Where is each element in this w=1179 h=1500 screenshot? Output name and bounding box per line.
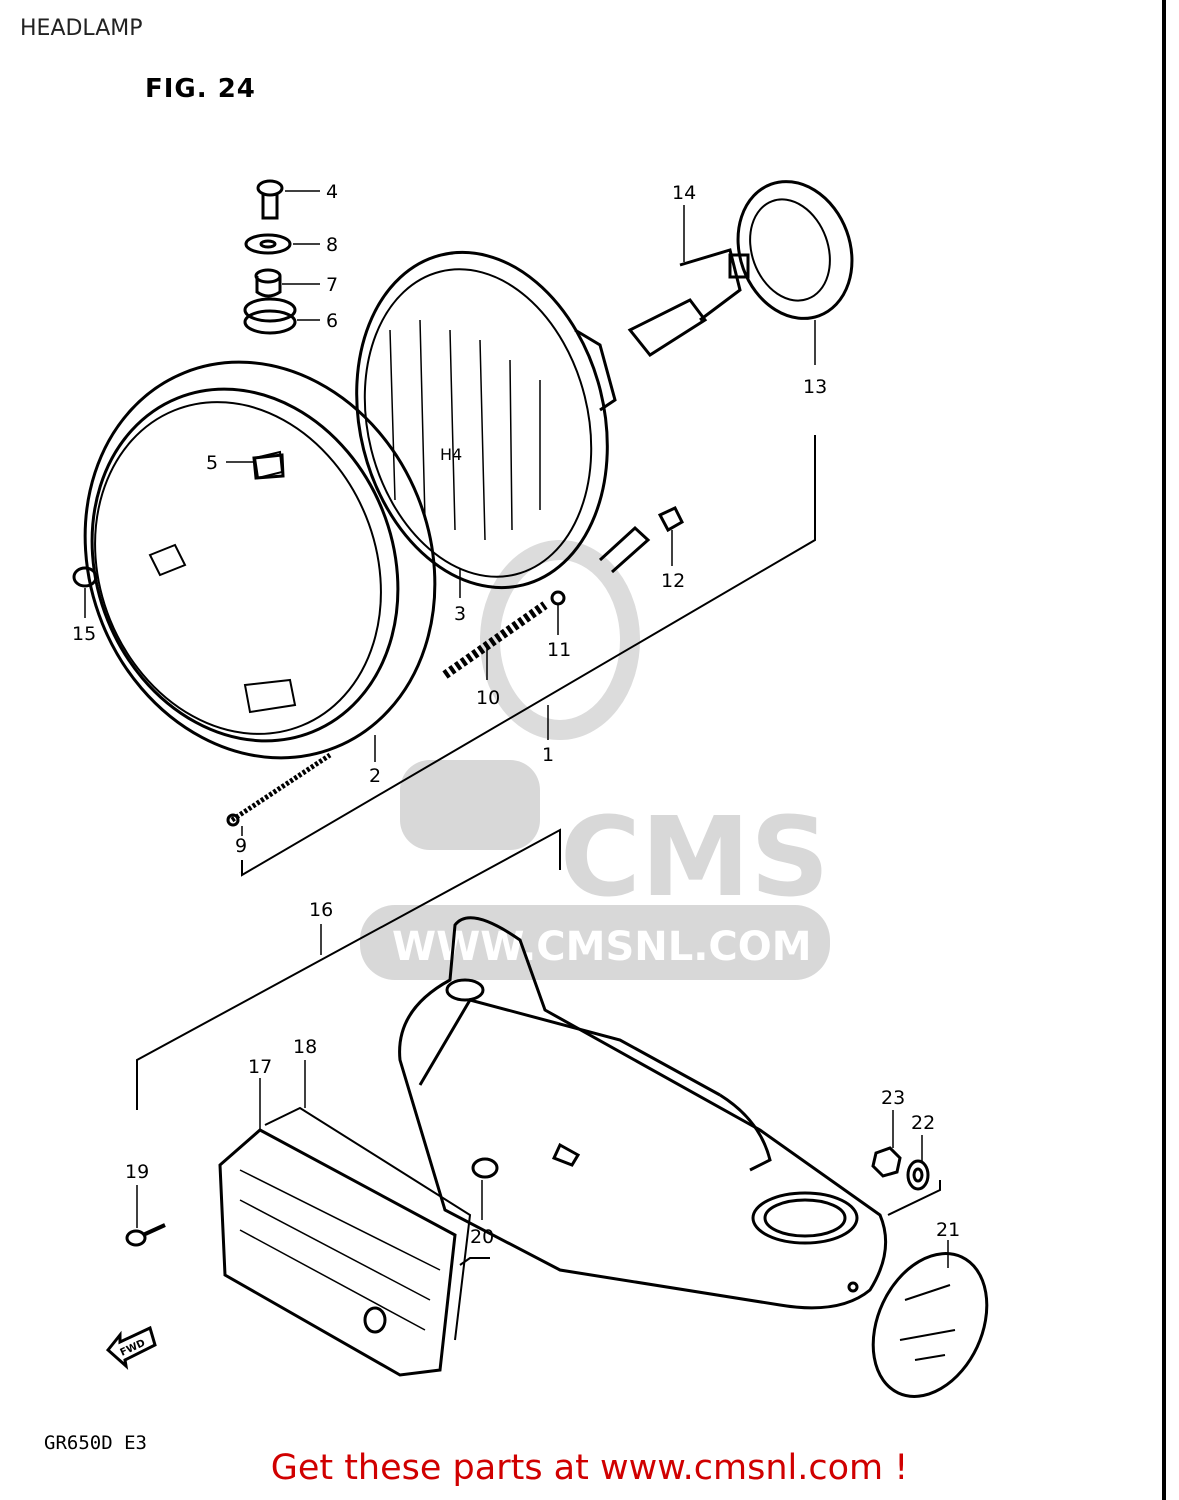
front-cover	[218, 1106, 472, 1377]
callout-15: 15	[72, 623, 96, 645]
cover-screw	[125, 1223, 166, 1247]
callout-8: 8	[326, 234, 338, 256]
callout-2: 2	[369, 765, 381, 787]
socket	[471, 1142, 581, 1179]
adjusting-spring	[442, 590, 566, 679]
page-edge	[1162, 0, 1166, 1500]
nut-washer	[871, 1146, 930, 1191]
callouts: 4 8 7 6 5 15 3 11 12 10 2 1 9 14 13 16 1…	[72, 181, 960, 1248]
callout-22: 22	[911, 1112, 935, 1134]
small-fasteners	[72, 453, 285, 588]
callout-5: 5	[206, 452, 218, 474]
headlamp-unit: H4	[355, 250, 617, 590]
assembly-lines	[136, 435, 941, 1266]
callout-13: 13	[803, 376, 827, 398]
watermark: CMS WWW.CMSNL.COM	[360, 540, 830, 980]
watermark-logo: CMS	[560, 793, 829, 921]
bulb	[627, 248, 750, 357]
leader-lines	[84, 190, 949, 1268]
headlamp-rim	[83, 360, 437, 760]
callout-1: 1	[542, 744, 554, 766]
model-code: GR650D E3	[44, 1432, 147, 1454]
mounting-hardware	[243, 179, 297, 335]
figure-label: FIG. 24	[145, 74, 256, 104]
callout-16: 16	[309, 899, 333, 921]
callout-23: 23	[881, 1087, 905, 1109]
callout-14: 14	[672, 182, 696, 204]
reflector-lens	[871, 1252, 989, 1398]
callout-21: 21	[936, 1219, 960, 1241]
watermark-url: WWW.CMSNL.COM	[392, 924, 812, 970]
footer-link[interactable]: Get these parts at www.cmsnl.com !	[270, 1448, 909, 1488]
callout-10: 10	[476, 687, 500, 709]
callout-20: 20	[470, 1226, 494, 1248]
callout-7: 7	[326, 274, 338, 296]
callout-18: 18	[293, 1036, 317, 1058]
callout-19: 19	[125, 1161, 149, 1183]
adjusting-screw	[226, 752, 332, 827]
callout-12: 12	[661, 570, 685, 592]
svg-text:H4: H4	[440, 445, 462, 464]
callout-4: 4	[326, 181, 338, 203]
callout-17: 17	[248, 1056, 272, 1078]
headlamp-housing	[398, 916, 888, 1310]
callout-6: 6	[326, 310, 338, 332]
bulb-cover	[736, 180, 854, 320]
callout-3: 3	[454, 603, 466, 625]
callout-11: 11	[547, 639, 571, 661]
forward-arrow: FWD	[105, 1325, 157, 1370]
page-title: HEADLAMP	[20, 16, 143, 41]
callout-9: 9	[235, 835, 247, 857]
adjusting-nut	[598, 506, 684, 574]
